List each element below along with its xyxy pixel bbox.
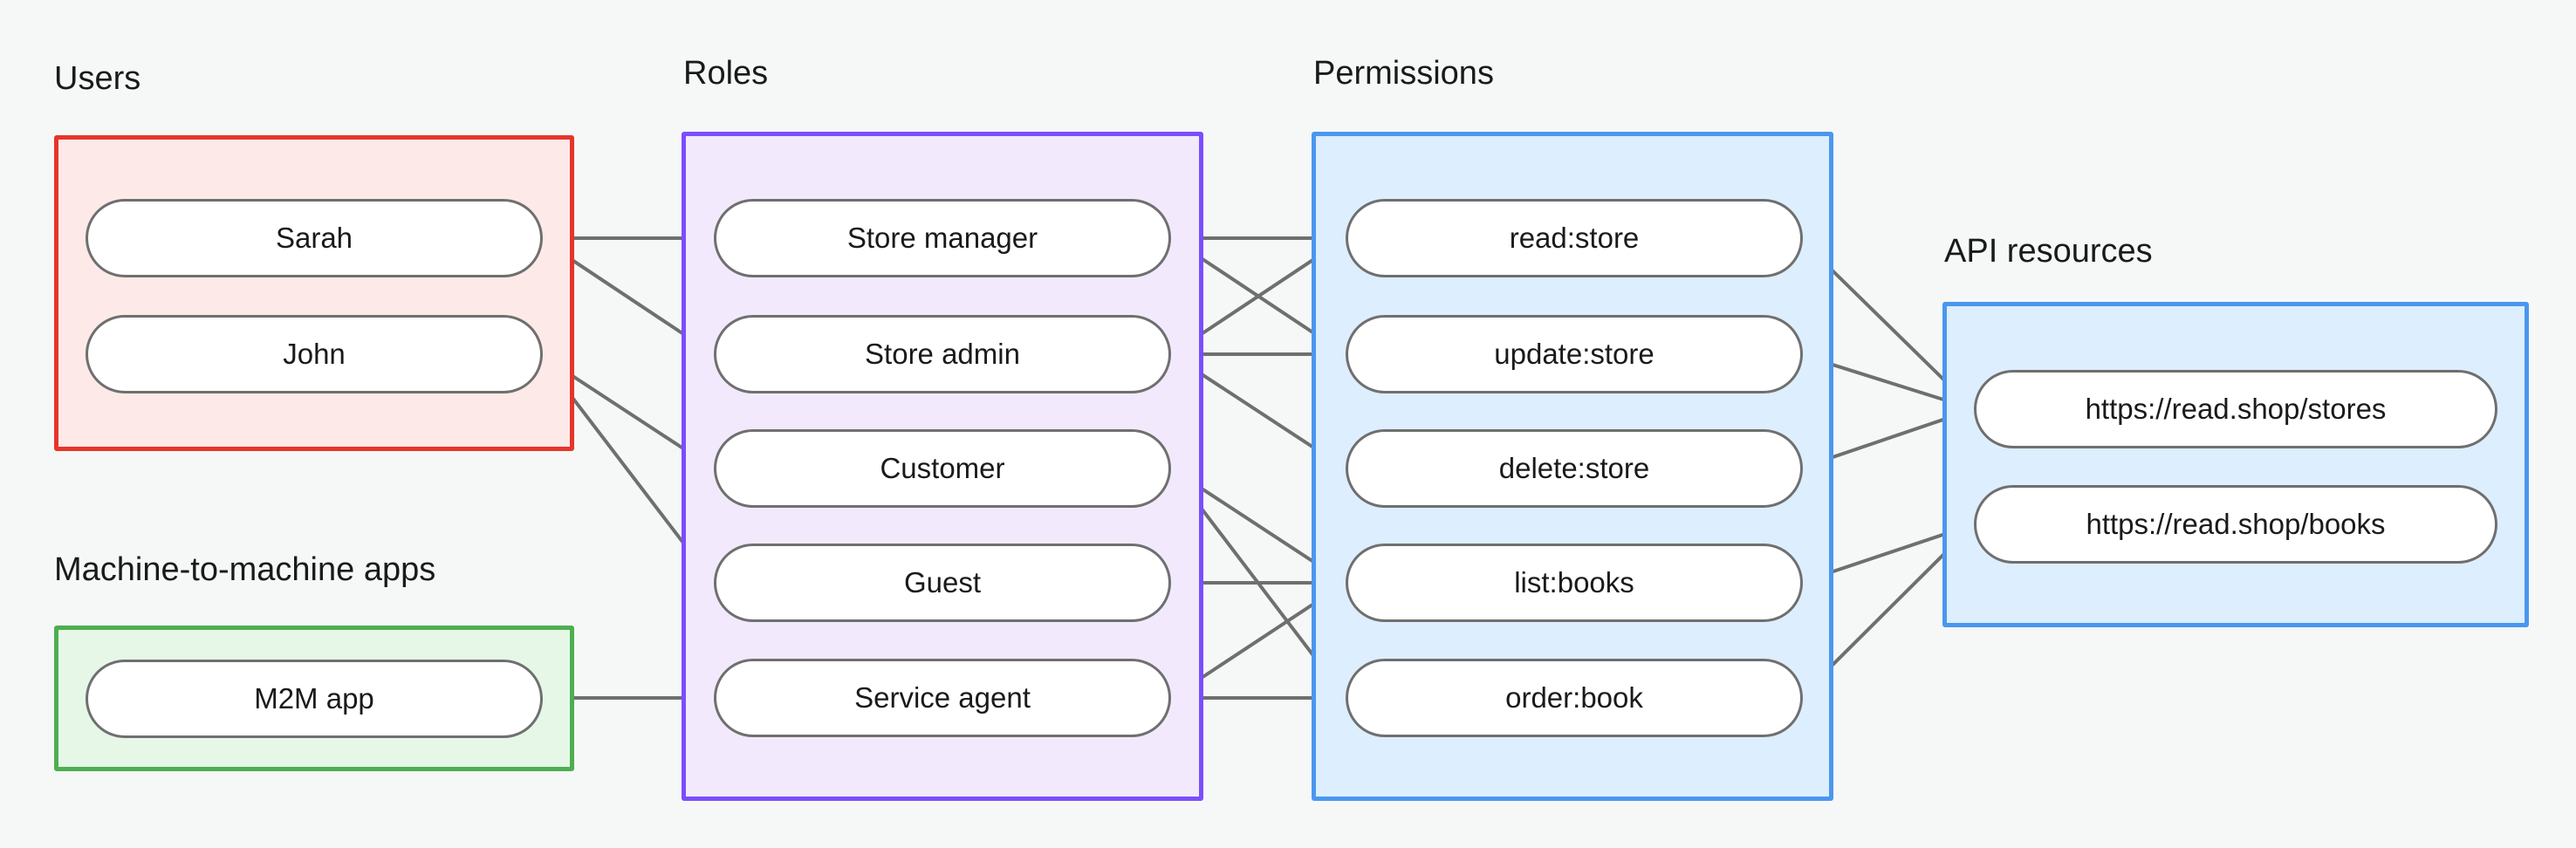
node-res-stores[interactable]: https://read.shop/stores: [1974, 370, 2497, 448]
group-box-api-resources: [1942, 302, 2529, 627]
group-title-users: Users: [54, 60, 141, 97]
node-list-books[interactable]: list:books: [1346, 544, 1803, 622]
node-res-books[interactable]: https://read.shop/books: [1974, 485, 2497, 564]
node-john[interactable]: John: [86, 315, 543, 393]
node-store-admin[interactable]: Store admin: [714, 315, 1171, 393]
group-box-users: [54, 135, 574, 451]
node-store-manager[interactable]: Store manager: [714, 199, 1171, 277]
node-guest[interactable]: Guest: [714, 544, 1171, 622]
node-update-store[interactable]: update:store: [1346, 315, 1803, 393]
node-sarah[interactable]: Sarah: [86, 199, 543, 277]
node-order-book[interactable]: order:book: [1346, 659, 1803, 737]
node-read-store[interactable]: read:store: [1346, 199, 1803, 277]
group-title-api-resources: API resources: [1944, 233, 2153, 270]
group-title-m2m: Machine-to-machine apps: [54, 551, 436, 588]
node-customer[interactable]: Customer: [714, 429, 1171, 508]
node-m2m-app[interactable]: M2M app: [86, 660, 543, 738]
node-service-agent[interactable]: Service agent: [714, 659, 1171, 737]
node-delete-store[interactable]: delete:store: [1346, 429, 1803, 508]
group-title-roles: Roles: [683, 55, 769, 92]
group-title-permissions: Permissions: [1313, 55, 1494, 92]
